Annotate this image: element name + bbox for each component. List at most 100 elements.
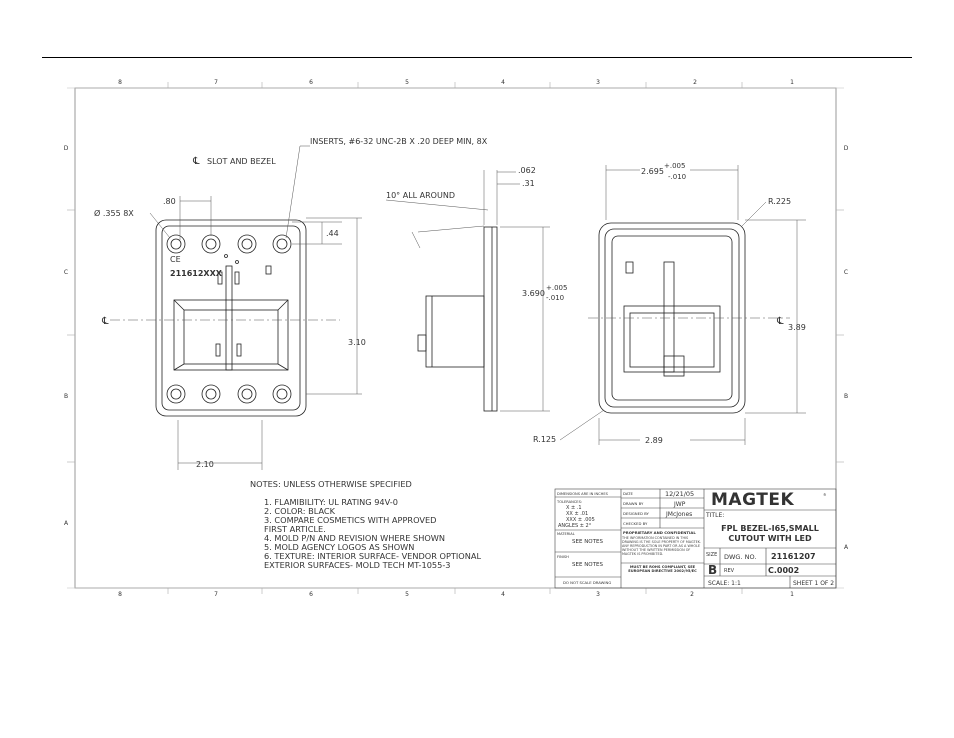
dim-289: 2.89 bbox=[645, 436, 663, 445]
part-marking: 211612XXX bbox=[170, 269, 223, 278]
notes: NOTES: UNLESS OTHERWISE SPECIFIED 1. FLA… bbox=[250, 479, 481, 570]
rohs-text: MUST BE ROHS COMPLIANT, SEE EUROPEAN DIR… bbox=[628, 565, 697, 574]
zone-col-bottom: 2 bbox=[690, 591, 694, 598]
centerline-symbol: ℄ bbox=[776, 316, 784, 327]
dim-r125: R.125 bbox=[533, 435, 556, 444]
tol-x: X ± .1 bbox=[566, 505, 582, 511]
zone-col-bottom: 3 bbox=[596, 591, 600, 598]
side-view bbox=[417, 226, 498, 412]
drawn-by-label: DRAWN BY bbox=[623, 501, 644, 506]
zone-row-right: D bbox=[844, 145, 849, 152]
rohs-box: MUST BE ROHS COMPLIANT, SEE EUROPEAN DIR… bbox=[628, 565, 697, 574]
size-value: B bbox=[708, 563, 717, 577]
proprietary-text: THE INFORMATION CONTAINED IN THIS DRAWIN… bbox=[622, 536, 702, 556]
inserts-note: INSERTS, #6-32 UNC-2B X .20 DEEP MIN, 8X bbox=[310, 137, 488, 146]
checked-by-label: CHECKED BY bbox=[623, 521, 648, 526]
proprietary-text-box: THE INFORMATION CONTAINED IN THIS DRAWIN… bbox=[622, 536, 702, 556]
page-header-rule bbox=[42, 57, 912, 58]
drawn-by-value: JWP bbox=[673, 501, 686, 508]
title-line-1: FPL BEZEL-I65,SMALL bbox=[721, 524, 819, 533]
material-value: SEE NOTES bbox=[572, 539, 603, 545]
dims-label: DIMENSIONS ARE IN INCHES bbox=[557, 492, 609, 496]
zone-col-top: 4 bbox=[501, 79, 505, 86]
slot-bezel-label: SLOT AND BEZEL bbox=[207, 157, 276, 166]
zone-col-bottom: 1 bbox=[790, 591, 794, 598]
dwg-no-value: 21161207 bbox=[771, 552, 816, 561]
zone-col-bottom: 4 bbox=[501, 591, 505, 598]
zone-row-left: C bbox=[64, 269, 68, 276]
zone-row-right: C bbox=[844, 269, 848, 276]
zone-row-left: A bbox=[64, 520, 69, 527]
finish-value: SEE NOTES bbox=[572, 562, 603, 568]
zone-col-top: 7 bbox=[214, 79, 218, 86]
title-line-2: CUTOUT WITH LED bbox=[728, 534, 812, 543]
zone-col-top: 3 bbox=[596, 79, 600, 86]
dim-44: .44 bbox=[326, 229, 339, 238]
zone-col-bottom: 6 bbox=[309, 591, 313, 598]
zone-col-bottom: 5 bbox=[405, 591, 409, 598]
material-label: MATERIAL bbox=[557, 532, 575, 536]
do-not-scale: DO NOT SCALE DRAWING bbox=[563, 580, 611, 585]
title-block bbox=[554, 488, 837, 589]
zone-col-top: 1 bbox=[790, 79, 794, 86]
note-item: FIRST ARTICLE. bbox=[264, 524, 326, 534]
zone-row-left: D bbox=[64, 145, 69, 152]
registered-mark: ® bbox=[823, 493, 827, 497]
designed-by-value: JMcJones bbox=[665, 511, 692, 518]
zone-col-top: 6 bbox=[309, 79, 313, 86]
front-view-text: CE 211612XXX ℄ ℄ SLOT AND BEZEL INSERTS,… bbox=[94, 137, 488, 469]
tol-xx: XX ± .01 bbox=[566, 511, 588, 517]
note-item: 3. COMPARE COSMETICS WITH APPROVED bbox=[264, 515, 436, 525]
tol-plus: +.005 bbox=[546, 284, 567, 292]
designed-by-label: DESIGNED BY bbox=[623, 511, 650, 516]
zone-col-bottom: 8 bbox=[118, 591, 122, 598]
dwg-no-label: DWG. NO. bbox=[724, 553, 756, 561]
size-label: SIZE bbox=[706, 552, 717, 558]
rev-value: C.0002 bbox=[768, 566, 799, 575]
tol-xxx: XXX ± .005 bbox=[566, 517, 595, 523]
front-view bbox=[155, 219, 307, 417]
zone-row-right: A bbox=[844, 544, 849, 551]
dim-210: 2.10 bbox=[196, 460, 214, 469]
centerline-symbol: ℄ bbox=[192, 156, 200, 167]
title-block-text: DIMENSIONS ARE IN INCHES TOLERANCES: X ±… bbox=[556, 490, 834, 587]
zone-row-left: B bbox=[64, 393, 68, 400]
centerline-symbol: ℄ bbox=[101, 316, 109, 327]
rev-label: REV bbox=[724, 568, 735, 574]
tol-plus: +.005 bbox=[664, 162, 685, 170]
title-label: TITLE: bbox=[705, 512, 724, 519]
zone-col-top: 8 bbox=[118, 79, 122, 86]
dim-80: .80 bbox=[163, 197, 176, 206]
tol-angles: ANGLES ± 2° bbox=[558, 523, 592, 529]
all-around-note: 10° ALL AROUND bbox=[386, 191, 455, 200]
hole-dia-dim: Ø .355 8X bbox=[94, 208, 134, 218]
dim-r225: R.225 bbox=[768, 197, 791, 206]
date-label: DATE bbox=[623, 491, 633, 496]
zone-row-right: B bbox=[844, 393, 848, 400]
dim-31: .31 bbox=[522, 179, 535, 188]
tol-minus: -.010 bbox=[546, 294, 564, 302]
finish-label: FINISH bbox=[557, 555, 569, 559]
proprietary-header: PROPRIETARY AND CONFIDENTIAL bbox=[623, 530, 696, 535]
rear-view-text: 2.695 +.005 -.010 R.225 ℄ 3.89 R.125 2.8… bbox=[533, 162, 806, 445]
tolerances-label: TOLERANCES: bbox=[556, 500, 582, 504]
zone-col-top: 2 bbox=[693, 79, 697, 86]
note-item: 5. MOLD AGENCY LOGOS AS SHOWN bbox=[264, 542, 414, 552]
note-item: 2. COLOR: BLACK bbox=[264, 506, 336, 516]
dim-2695: 2.695 bbox=[641, 167, 664, 176]
zone-col-bottom: 7 bbox=[214, 591, 218, 598]
side-view-text: .062 .31 10° ALL AROUND 3.690 +.005 -.01… bbox=[386, 166, 567, 302]
dim-062: .062 bbox=[518, 166, 536, 175]
ce-mark: CE bbox=[170, 255, 181, 264]
note-item: EXTERIOR SURFACES- MOLD TECH MT-1055-3 bbox=[264, 560, 450, 570]
note-item: 6. TEXTURE: INTERIOR SURFACE- VENDOR OPT… bbox=[264, 551, 481, 561]
company-logo: MAGTEK bbox=[711, 490, 794, 510]
note-item: 4. MOLD P/N AND REVISION WHERE SHOWN bbox=[264, 533, 445, 543]
dim-3690: 3.690 bbox=[522, 289, 545, 298]
tol-minus: -.010 bbox=[668, 173, 686, 181]
sheet: SHEET 1 OF 2 bbox=[793, 580, 834, 587]
note-item: 1. FLAMIBILITY: UL RATING 94V-0 bbox=[264, 497, 398, 507]
zone-col-top: 5 bbox=[405, 79, 409, 86]
date-value: 12/21/05 bbox=[665, 490, 694, 498]
